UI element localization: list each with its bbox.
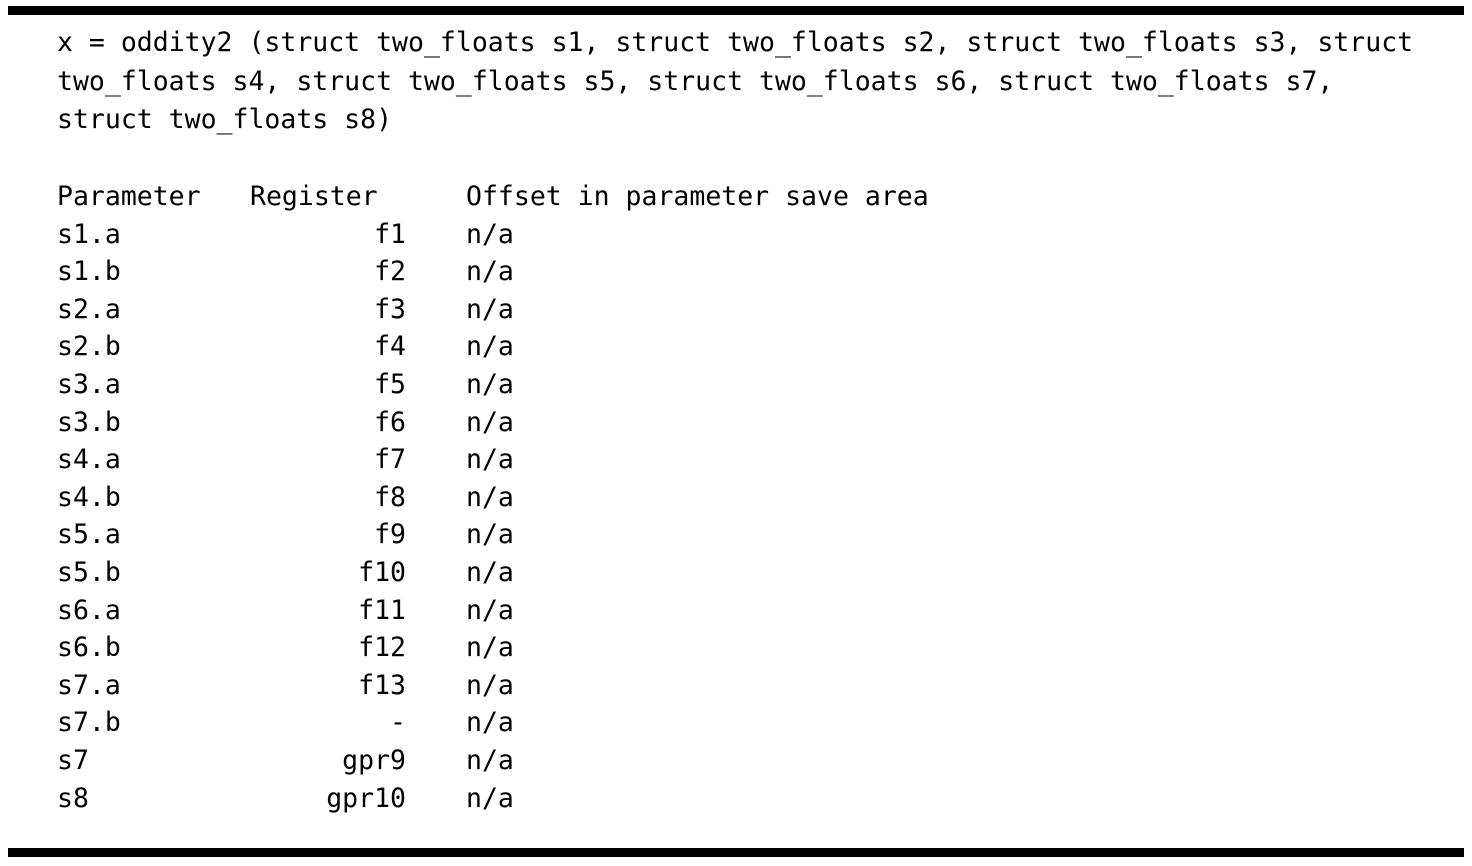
cell-parameter: s1.a xyxy=(57,218,121,250)
top-horizontal-rule xyxy=(8,6,1464,15)
register-value: f2 xyxy=(374,256,406,288)
register-value: f5 xyxy=(374,368,406,400)
register-value: f3 xyxy=(374,293,406,325)
cell-parameter: s4.a xyxy=(57,444,121,476)
table-row: s4.b f8 n/a xyxy=(57,479,929,517)
cell-offset: n/a xyxy=(466,669,514,701)
table-row: s2.b f4 n/a xyxy=(57,328,929,366)
register-value: gpr9 xyxy=(342,744,406,776)
cell-parameter: s6.b xyxy=(57,632,121,664)
cell-offset: n/a xyxy=(466,481,514,513)
cell-offset: n/a xyxy=(466,707,514,739)
cell-register: f7 xyxy=(250,441,466,479)
cell-offset: n/a xyxy=(466,632,514,664)
cell-offset: n/a xyxy=(466,406,514,438)
cell-offset: n/a xyxy=(466,744,514,776)
table-row: s7.b - n/a xyxy=(57,704,929,742)
cell-parameter: s3.b xyxy=(57,406,121,438)
table-row: s4.a f7 n/a xyxy=(57,441,929,479)
register-value: f10 xyxy=(358,556,406,588)
cell-parameter: s3.a xyxy=(57,368,121,400)
column-header-parameter: Parameter xyxy=(57,181,201,212)
cell-register: f8 xyxy=(250,479,466,517)
register-value: gpr10 xyxy=(326,782,406,814)
cell-offset: n/a xyxy=(466,218,514,250)
cell-register: f3 xyxy=(250,291,466,329)
table-row: s6.a f11 n/a xyxy=(57,592,929,630)
table-row: s3.b f6 n/a xyxy=(57,404,929,442)
cell-register: f13 xyxy=(250,667,466,705)
bottom-horizontal-rule xyxy=(8,848,1464,857)
cell-parameter: s7.a xyxy=(57,669,121,701)
cell-parameter: s2.a xyxy=(57,293,121,325)
cell-parameter: s7.b xyxy=(57,707,121,739)
cell-offset: n/a xyxy=(466,368,514,400)
table-header-row: Parameter Register Offset in parameter s… xyxy=(57,178,929,216)
register-value: f1 xyxy=(374,218,406,250)
cell-register: - xyxy=(250,704,466,742)
cell-register: f9 xyxy=(250,516,466,554)
register-value: f8 xyxy=(374,481,406,513)
cell-parameter: s4.b xyxy=(57,481,121,513)
cell-register: f1 xyxy=(250,216,466,254)
table-row: s7.a f13 n/a xyxy=(57,667,929,705)
cell-offset: n/a xyxy=(466,331,514,363)
table-row: s7 gpr9 n/a xyxy=(57,742,929,780)
cell-parameter: s8 xyxy=(57,782,89,814)
cell-parameter: s5.a xyxy=(57,519,121,551)
column-header-offset: Offset in parameter save area xyxy=(466,181,929,212)
table-body: Parameter Register Offset in parameter s… xyxy=(57,178,929,817)
table-row: s3.a f5 n/a xyxy=(57,366,929,404)
cell-offset: n/a xyxy=(466,782,514,814)
cell-offset: n/a xyxy=(466,256,514,288)
cell-offset: n/a xyxy=(466,293,514,325)
function-signature: x = oddity2 (struct two_floats s1, struc… xyxy=(57,27,1430,135)
cell-register: gpr10 xyxy=(250,780,466,818)
cell-register: f12 xyxy=(250,629,466,667)
cell-register: f5 xyxy=(250,366,466,404)
table-row: s1.a f1 n/a xyxy=(57,216,929,254)
cell-register: gpr9 xyxy=(250,742,466,780)
spacer xyxy=(57,140,1427,179)
register-value: f13 xyxy=(358,669,406,701)
table-row: s8 gpr10 n/a xyxy=(57,780,929,818)
table-row: s2.a f3 n/a xyxy=(57,291,929,329)
parameter-register-table: Parameter Register Offset in parameter s… xyxy=(57,178,929,817)
cell-parameter: s6.a xyxy=(57,594,121,626)
table-row: s5.b f10 n/a xyxy=(57,554,929,592)
table-row: s5.a f9 n/a xyxy=(57,516,929,554)
cell-register: f10 xyxy=(250,554,466,592)
cell-register: f6 xyxy=(250,404,466,442)
register-value: f11 xyxy=(358,594,406,626)
table-row: s1.b f2 n/a xyxy=(57,253,929,291)
cell-parameter: s1.b xyxy=(57,256,121,288)
cell-offset: n/a xyxy=(466,444,514,476)
cell-offset: n/a xyxy=(466,519,514,551)
cell-parameter: s2.b xyxy=(57,331,121,363)
table-row: s6.b f12 n/a xyxy=(57,629,929,667)
register-value: f7 xyxy=(374,444,406,476)
register-value: f4 xyxy=(374,331,406,363)
column-header-register: Register xyxy=(250,181,378,212)
cell-parameter: s7 xyxy=(57,744,89,776)
cell-offset: n/a xyxy=(466,556,514,588)
cell-parameter: s5.b xyxy=(57,556,121,588)
register-value: f9 xyxy=(374,519,406,551)
document-content: x = oddity2 (struct two_floats s1, struc… xyxy=(57,24,1427,817)
cell-offset: n/a xyxy=(466,594,514,626)
cell-register: f2 xyxy=(250,253,466,291)
cell-register: f4 xyxy=(250,328,466,366)
register-value: - xyxy=(390,707,406,739)
cell-register: f11 xyxy=(250,592,466,630)
register-value: f6 xyxy=(374,406,406,438)
register-value: f12 xyxy=(358,632,406,664)
